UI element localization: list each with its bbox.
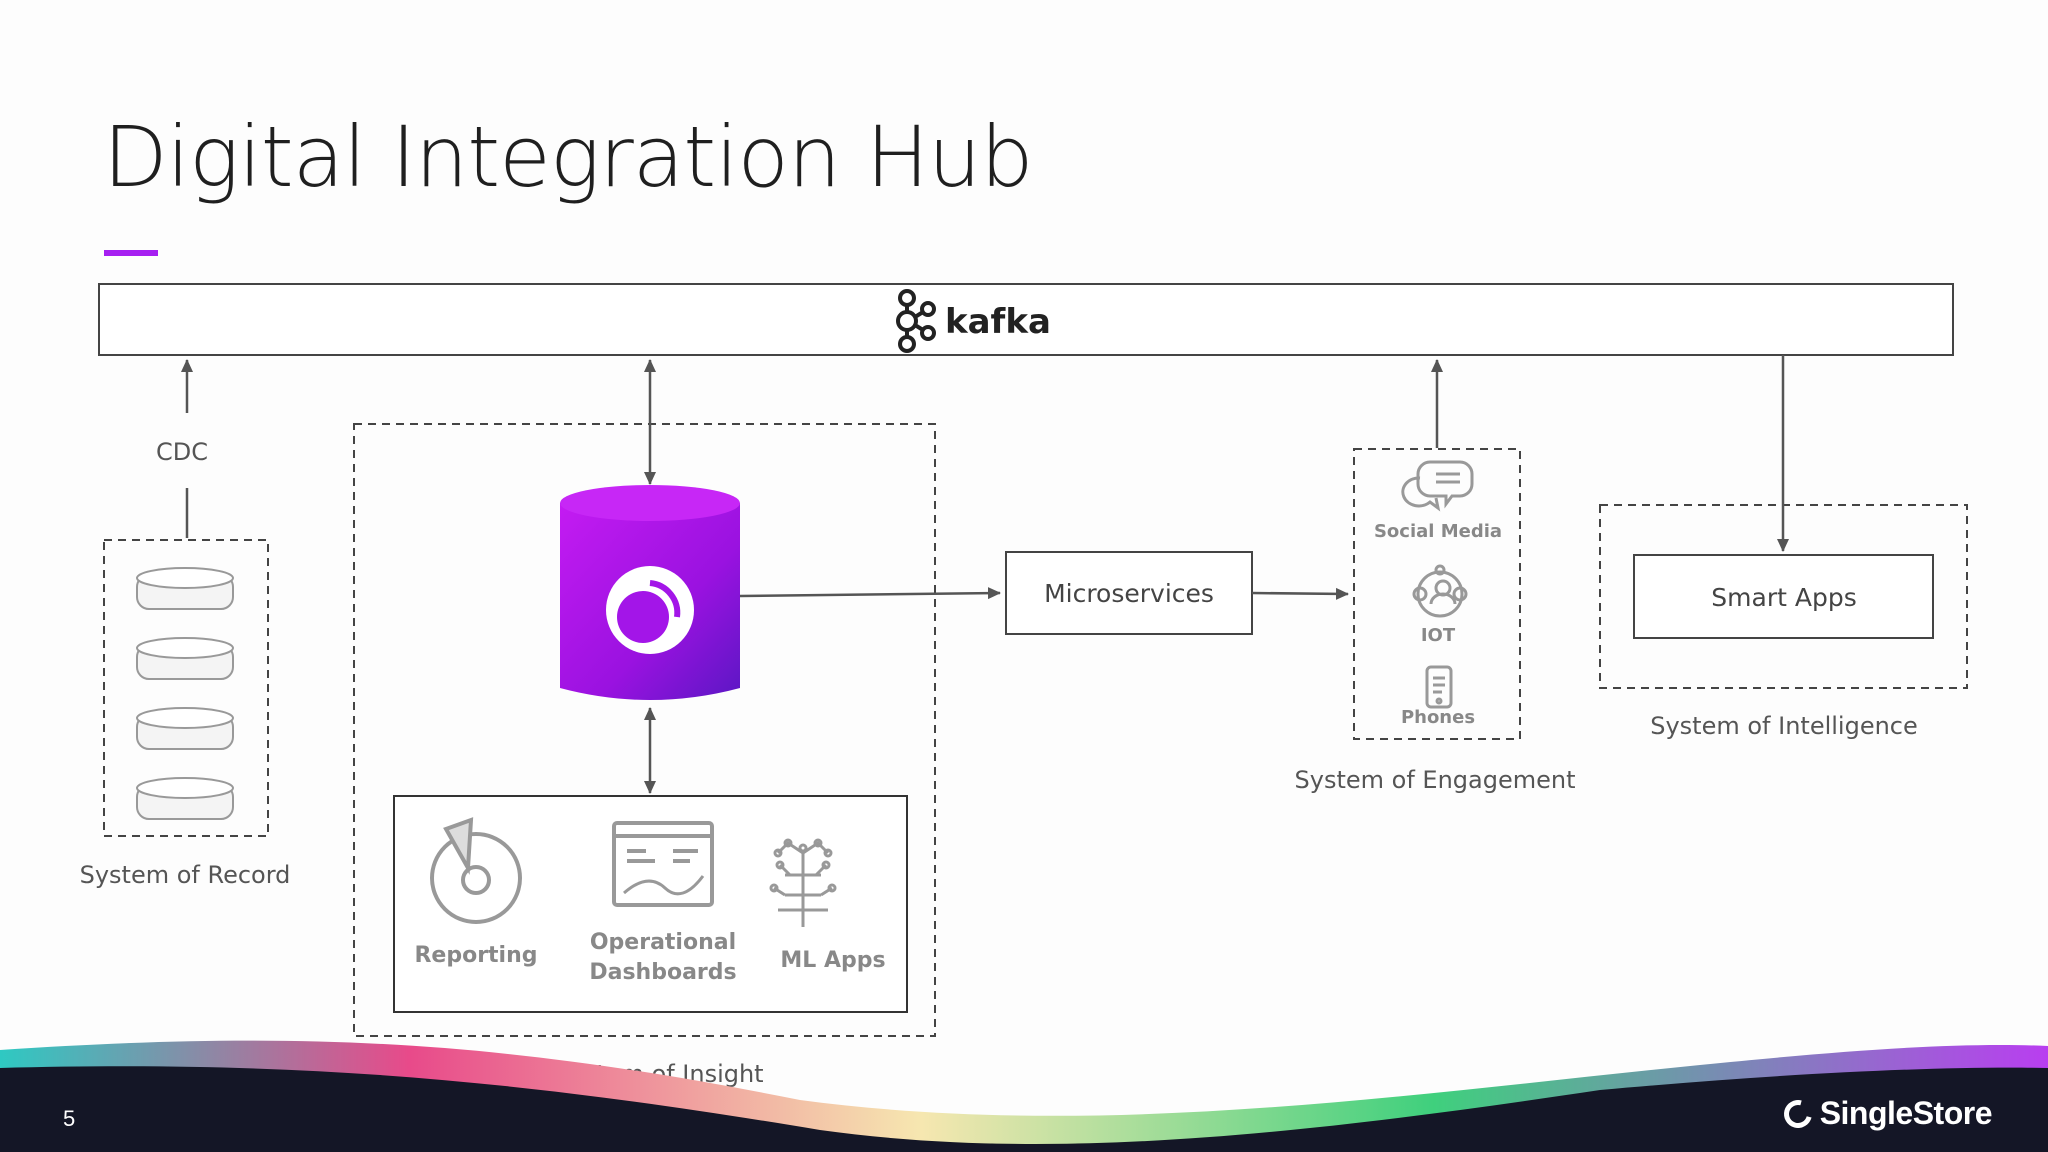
system-of-record-caption: System of Record [80, 861, 291, 889]
iot-hub-icon [1412, 564, 1468, 618]
footer-band [0, 1040, 2048, 1152]
system-of-engagement-group: Social Media IOT Phones System of Engage… [1295, 359, 1576, 794]
smart-apps-box [1633, 554, 1934, 639]
social-media-label: Social Media [1374, 521, 1502, 542]
page-number: 5 [63, 1106, 76, 1131]
chat-bubbles-icon [1401, 460, 1474, 512]
kafka-label: kafka [945, 302, 1051, 342]
dashboard-icon [612, 821, 714, 907]
system-of-intelligence-group: Smart Apps System of Intelligence [1599, 355, 1968, 740]
ml-apps-label: ML Apps [780, 948, 885, 973]
title-accent-bar [104, 250, 158, 256]
database-disk-icon [136, 567, 234, 820]
phones-label: Phones [1401, 707, 1475, 728]
reporting-label: Reporting [414, 943, 537, 968]
brand-logo: SingleStore [1778, 1094, 1993, 1133]
iot-label: IOT [1421, 625, 1456, 646]
singlestore-logo-icon [1778, 1094, 1817, 1133]
singlestore-database-icon [560, 485, 740, 700]
kafka-bar: kafka [98, 283, 1954, 356]
system-of-insight-group: Reporting Operational Dashboards ML Apps… [353, 359, 936, 1088]
system-of-engagement-caption: System of Engagement [1295, 766, 1576, 794]
pie-chart-icon [430, 817, 522, 924]
microservices-label: Microservices [1044, 579, 1214, 608]
brain-circuit-icon [769, 838, 837, 927]
dashboards-label-line1: Operational [590, 930, 736, 955]
dashboards-label-line2: Dashboards [589, 960, 736, 985]
system-of-intelligence-caption: System of Intelligence [1650, 712, 1918, 740]
kafka-logo-icon [896, 289, 936, 353]
smart-apps-label: Smart Apps [1711, 583, 1856, 612]
phone-icon [1425, 665, 1453, 709]
microservices-box: Microservices [1005, 551, 1253, 635]
slide-title: Digital Integration Hub [103, 108, 1034, 206]
cdc-label: CDC [156, 438, 208, 466]
system-of-record-group: System of Record [80, 539, 291, 889]
brand-name: SingleStore [1819, 1095, 1993, 1131]
